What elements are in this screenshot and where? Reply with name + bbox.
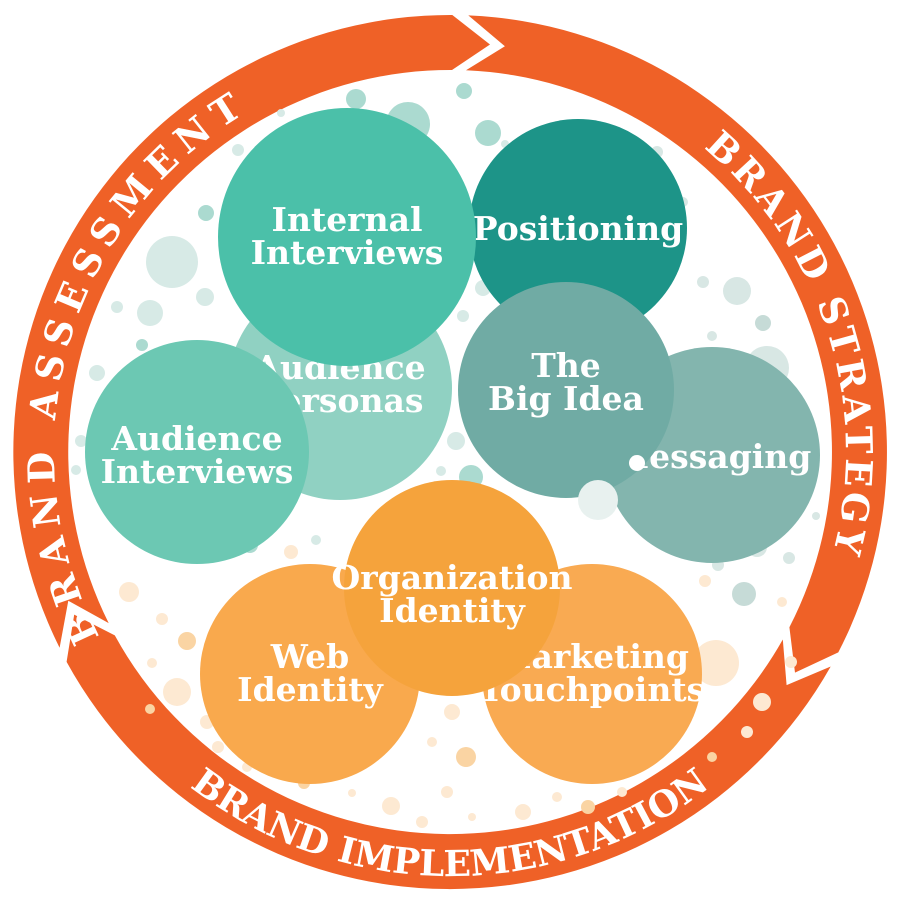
overlay-bubbles xyxy=(208,233,645,520)
decorative-bubble xyxy=(723,277,751,305)
web-identity-label-line2: Identity xyxy=(237,670,384,709)
decorative-bubble xyxy=(732,582,756,606)
decorative-bubble xyxy=(447,432,465,450)
decorative-bubble xyxy=(753,693,771,711)
organization-identity-label-line2: Identity xyxy=(379,591,526,630)
decorative-bubble xyxy=(456,747,476,767)
decorative-bubble xyxy=(617,787,627,797)
topic-circles: Audience Personas Messaging Positioning … xyxy=(85,108,820,784)
decorative-bubble xyxy=(146,236,198,288)
circle-positioning: Positioning xyxy=(469,119,687,337)
organization-identity-circle xyxy=(344,480,560,696)
decorative-bubble xyxy=(147,658,157,668)
circle-audience-interviews: Audience Interviews xyxy=(85,340,309,564)
decorative-bubble xyxy=(468,813,476,821)
decorative-bubble xyxy=(111,301,123,313)
decorative-bubble xyxy=(212,741,224,753)
positioning-label: Positioning xyxy=(473,209,683,248)
ring-segment-implementation xyxy=(66,614,831,890)
organization-identity-label-line1: Organization xyxy=(331,558,572,597)
decorative-bubble xyxy=(629,455,645,471)
positioning-circle xyxy=(469,119,687,337)
decorative-bubble xyxy=(163,678,191,706)
decorative-bubble xyxy=(136,339,148,351)
audience-interviews-circle xyxy=(85,340,309,564)
decorative-bubble xyxy=(71,465,81,475)
circle-marketing-touchpoints: Marketing Touchpoints xyxy=(479,564,705,784)
decorative-bubble xyxy=(348,789,356,797)
decorative-bubble xyxy=(75,435,87,447)
decorative-bubble xyxy=(178,632,196,650)
the-big-idea-label-line1: The xyxy=(531,346,601,385)
decorative-bubble xyxy=(475,120,501,146)
decorative-bubble xyxy=(578,480,618,520)
internal-interviews-label-line2: Interviews xyxy=(251,233,444,272)
decorative-bubble xyxy=(699,575,711,587)
decorative-bubble xyxy=(457,310,469,322)
ring-segment-assessment xyxy=(13,14,491,648)
decorative-bubble xyxy=(707,331,717,341)
decorative-bubble xyxy=(156,613,168,625)
decorative-bubble xyxy=(232,144,244,156)
decorative-bubble xyxy=(707,752,717,762)
decorative-bubble xyxy=(198,205,214,221)
circle-web-identity: Web Identity xyxy=(200,564,420,784)
decorative-bubble xyxy=(277,109,285,117)
marketing-touchpoints-label-line2: Touchpoints xyxy=(479,670,705,709)
circle-internal-interviews: Internal Interviews xyxy=(218,108,476,366)
decorative-bubble xyxy=(382,797,400,815)
decorative-bubble xyxy=(693,640,739,686)
decorative-bubble xyxy=(89,365,105,381)
audience-interviews-label-line2: Interviews xyxy=(101,452,294,491)
web-identity-label-line1: Web xyxy=(270,637,349,676)
decorative-bubble xyxy=(119,582,139,602)
decorative-bubble xyxy=(456,83,472,99)
ring-segment-strategy xyxy=(466,15,887,673)
decorative-bubble xyxy=(346,89,366,109)
decorative-bubble xyxy=(145,704,155,714)
decorative-bubble xyxy=(581,800,595,814)
the-big-idea-circle xyxy=(458,282,674,498)
internal-interviews-label-line1: Internal xyxy=(272,200,423,239)
decorative-bubble xyxy=(785,656,797,668)
decorative-bubble xyxy=(444,704,460,720)
the-big-idea-label-line2: Big Idea xyxy=(488,379,644,418)
decorative-bubble xyxy=(311,535,321,545)
decorative-bubble xyxy=(436,466,446,476)
decorative-bubble xyxy=(697,276,709,288)
decorative-bubble xyxy=(137,300,163,326)
decorative-bubble xyxy=(441,786,453,798)
internal-interviews-circle xyxy=(218,108,476,366)
circle-the-big-idea: The Big Idea xyxy=(458,282,674,498)
decorative-bubble xyxy=(427,737,437,747)
audience-interviews-label-line1: Audience xyxy=(110,419,282,458)
decorative-bubble xyxy=(284,545,298,559)
decorative-bubble xyxy=(515,804,531,820)
decorative-bubble xyxy=(196,288,214,306)
decorative-bubble xyxy=(741,726,753,738)
decorative-bubble xyxy=(416,816,428,828)
ring-label-implementation: BRAND IMPLEMENTATION xyxy=(184,760,715,885)
decorative-bubble xyxy=(812,512,820,520)
decorative-bubble xyxy=(777,597,787,607)
decorative-bubble xyxy=(552,792,562,802)
decorative-bubble xyxy=(783,552,795,564)
decorative-bubble xyxy=(755,315,771,331)
circle-organization-identity: Organization Identity xyxy=(331,480,573,696)
decorative-bubble xyxy=(208,233,218,243)
